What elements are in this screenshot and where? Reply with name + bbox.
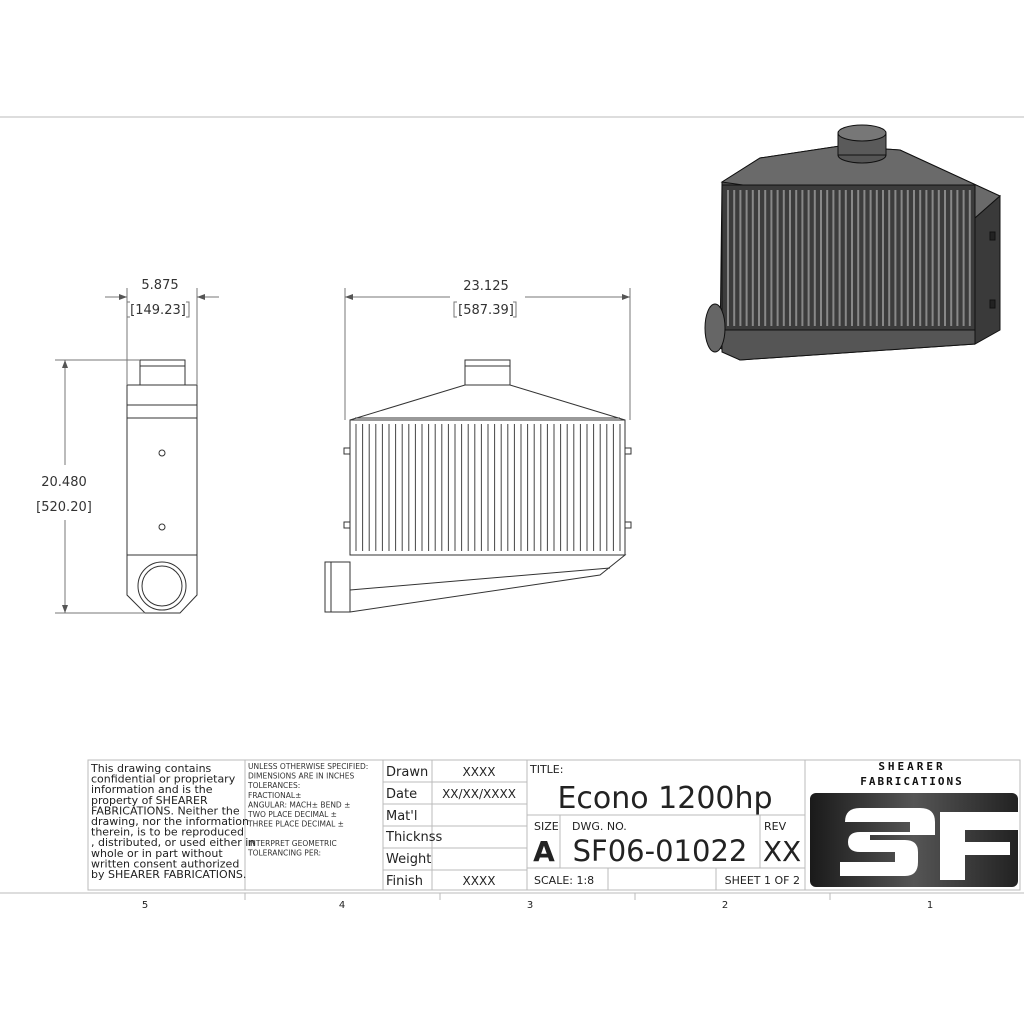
field-label: Mat'l	[386, 809, 417, 824]
notice-line: information and is the	[91, 783, 213, 796]
side-height-dimension	[55, 359, 145, 614]
front-view	[324, 359, 632, 613]
zone-label: 5	[142, 900, 148, 911]
shearer-fabrications-logo: SHEARER FABRICATIONS	[810, 760, 1018, 887]
field-value: XXXX	[463, 765, 496, 779]
field-value: XX/XX/XXXX	[442, 787, 516, 801]
side-width-inches: 5.875	[141, 278, 178, 293]
sheet-frame	[0, 116, 1024, 900]
notice-line: drawing, nor the information	[91, 815, 249, 828]
drawing-number: SF06-01022	[573, 834, 748, 868]
zone-labels: 5 4 3 2 1	[142, 900, 933, 911]
svg-text:SHEARER: SHEARER	[878, 760, 945, 773]
scale: SCALE: 1:8	[534, 874, 594, 887]
rev-label: REV	[764, 820, 787, 833]
notice-line: written consent authorized	[91, 857, 239, 870]
field-label: Date	[386, 787, 417, 802]
side-width-dimension	[105, 288, 219, 385]
front-width-inches: 23.125	[463, 279, 509, 294]
side-view	[126, 359, 198, 614]
size-label: SIZE	[534, 820, 559, 833]
sheet-size: A	[533, 835, 555, 868]
notice-line: property of SHEARER	[91, 794, 208, 807]
notice-line: FABRICATIONS. Neither the	[91, 804, 240, 817]
tolerance-line: TWO PLACE DECIMAL ±	[247, 810, 337, 819]
sheet-number: SHEET 1 OF 2	[725, 874, 800, 887]
field-label: Drawn	[386, 765, 428, 780]
front-width-mm: [587.39]	[458, 303, 514, 318]
side-width-mm: [149.23]	[130, 303, 186, 318]
field-label: Thicknss	[385, 830, 442, 845]
tolerance-line: INTERPRET GEOMETRIC	[248, 839, 337, 848]
field-value: XXXX	[463, 874, 496, 888]
drawing-title: Econo 1200hp	[557, 781, 772, 816]
zone-label: 2	[722, 900, 728, 911]
title-block-grid	[87, 759, 1021, 891]
isometric-view	[704, 124, 1001, 361]
notice-line: therein, is to be reproduced	[91, 826, 244, 839]
title-label: TITLE:	[529, 763, 563, 776]
revision: XX	[763, 835, 801, 868]
tolerance-notes: UNLESS OTHERWISE SPECIFIED:DIMENSIONS AR…	[247, 762, 368, 857]
tolerance-line: TOLERANCES:	[247, 781, 300, 790]
svg-text:FABRICATIONS: FABRICATIONS	[860, 775, 963, 788]
field-label: Weight	[386, 852, 431, 867]
tolerance-line: TOLERANCING PER:	[247, 848, 321, 857]
side-height-inches: 20.480	[41, 475, 87, 490]
front-width-dimension	[344, 288, 631, 420]
field-label: Finish	[386, 874, 423, 889]
zone-label: 3	[527, 900, 533, 911]
zone-label: 4	[339, 900, 345, 911]
notice-line: , distributed, or used either in	[91, 836, 255, 849]
notice-line: whole or in part without	[91, 847, 223, 860]
side-height-mm: [520.20]	[36, 500, 92, 515]
tolerance-line: UNLESS OTHERWISE SPECIFIED:	[248, 762, 368, 771]
dwg-no-label: DWG. NO.	[572, 820, 627, 833]
notice-line: confidential or proprietary	[91, 773, 236, 786]
tolerance-line: FRACTIONAL±	[248, 791, 301, 800]
zone-label: 1	[927, 900, 933, 911]
tolerance-line: DIMENSIONS ARE IN INCHES	[248, 772, 355, 781]
tolerance-line: ANGULAR: MACH± BEND ±	[248, 800, 350, 809]
notice-line: This drawing contains	[90, 762, 212, 775]
tolerance-line: THREE PLACE DECIMAL ±	[247, 820, 344, 829]
notice-line: by SHEARER FABRICATIONS.	[91, 868, 246, 881]
